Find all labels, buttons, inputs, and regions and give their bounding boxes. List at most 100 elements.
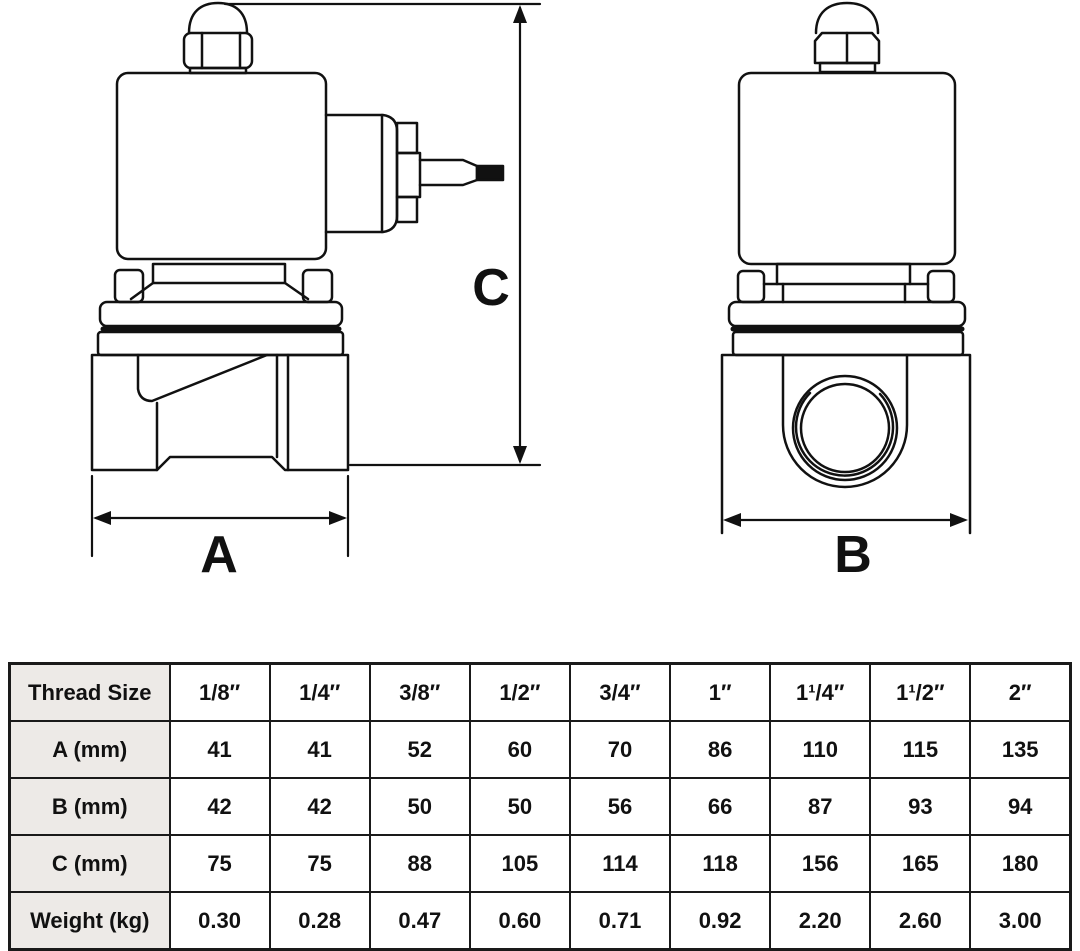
col-header: 1′′ [669,662,772,722]
row-header-a: A (mm) [8,720,171,779]
table-cell: 115 [869,720,972,779]
table-cell: 94 [969,777,1072,836]
dim-b-arrow-left [723,513,741,527]
port-thread-arc [794,391,895,477]
coil-body-front [737,71,957,266]
port-outer-circle [791,374,899,482]
table-header-row: Thread Size 1/8′′ 1/4′′ 3/8′′ 1/2′′ 3/4′… [8,662,1072,722]
table-cell: 86 [669,720,772,779]
bracket-tab-left-front [736,269,766,304]
table-cell: 156 [769,834,872,893]
table-cell: 75 [168,834,271,893]
table-cell: 0.60 [468,891,571,951]
bracket-slope-right [283,281,310,301]
table-cell: 50 [468,777,571,836]
table-cell: 87 [769,777,872,836]
col-header: 3/4′′ [568,662,672,722]
dimension-a: A [90,474,350,584]
valve-body-side [90,353,350,472]
valve-drawing-svg: A C [90,1,972,584]
top-nut-facets [200,31,242,70]
table-cell: 50 [368,777,471,836]
bracket-tab-left [113,268,145,304]
port-inner-circle [799,382,891,474]
cable-gland [324,113,505,234]
port-boss [781,353,909,489]
lower-plate-front [731,330,965,357]
col-header: 1/2′′ [468,662,571,722]
valve-side-view: A C [90,1,542,584]
table-cell: 41 [268,720,371,779]
top-nut-front [813,31,881,65]
dim-c-arrow-bottom [513,446,527,464]
valve-body-front [720,353,972,535]
table-cell: 66 [669,777,772,836]
bracket-plate-front [775,262,912,286]
valve-front-view: B [720,1,972,584]
dimension-b: B [723,513,968,584]
table-cell: 75 [268,834,371,893]
dimension-a-label: A [200,526,238,584]
table-cell: 0.92 [669,891,772,951]
cable-tip [475,164,505,182]
col-header: 1/8′′ [168,662,271,722]
row-header-weight: Weight (kg) [8,891,171,951]
dimension-c-label: C [472,259,510,317]
col-header: 2′′ [969,662,1072,722]
dimension-c: C [223,2,542,467]
col-header: 1/4′′ [268,662,371,722]
table-cell: 114 [568,834,672,893]
col-header: 1¹/2′′ [869,662,972,722]
table-cell: 52 [368,720,471,779]
col-header-thread-size: Thread Size [8,662,171,722]
table-cell: 70 [568,720,672,779]
table-row-weight: Weight (kg) 0.30 0.28 0.47 0.60 0.71 0.9… [8,891,1072,951]
gland-cylinder [324,113,399,234]
dim-a-arrow-right [329,511,347,525]
lower-plate [96,330,345,357]
dim-a-arrow-left [93,511,111,525]
table-cell: 118 [669,834,772,893]
table-row-a: A (mm) 41 41 52 60 70 86 110 115 135 [8,720,1072,779]
col-header: 3/8′′ [368,662,471,722]
top-nut [182,31,254,70]
table-cell: 42 [168,777,271,836]
table-cell: 60 [468,720,571,779]
col-header: 1¹/4′′ [769,662,872,722]
table-cell: 2.20 [769,891,872,951]
coil-body [115,71,328,261]
bracket-plate [151,262,287,285]
body-front-outline [720,353,972,535]
table-cell: 56 [568,777,672,836]
mounting-bracket [113,262,334,304]
table-cell: 2.60 [869,891,972,951]
cord-grip [418,158,479,187]
table-cell: 88 [368,834,471,893]
bracket-tab-right-front [926,269,956,304]
dome-cap [187,1,249,35]
dimension-table: Thread Size 1/8′′ 1/4′′ 3/8′′ 1/2′′ 3/4′… [8,662,1072,951]
bracket-neck-front [781,282,907,304]
bonnet-plate-front [727,300,967,328]
row-header-b: B (mm) [8,777,171,836]
valve-technical-drawing: A C [90,1,972,584]
table-cell: 41 [168,720,271,779]
table-cell: 42 [268,777,371,836]
table-cell: 0.71 [568,891,672,951]
table-cell: 135 [969,720,1072,779]
table-cell: 0.47 [368,891,471,951]
body-recess [136,353,269,403]
table-row-b: B (mm) 42 42 50 50 56 66 87 93 94 [8,777,1072,836]
table-cell: 0.28 [268,891,371,951]
table-row-c: C (mm) 75 75 88 105 114 118 156 165 180 [8,834,1072,893]
bracket-slope-left [129,281,155,301]
table-cell: 105 [468,834,571,893]
table-cell: 110 [769,720,872,779]
table-cell: 180 [969,834,1072,893]
gland-nut-bottom [395,195,419,224]
body-outline [90,353,350,472]
table-cell: 0.30 [168,891,271,951]
dim-c-arrow-top [513,5,527,23]
bonnet-plate [98,300,344,328]
gland-nut-mid [395,151,422,199]
